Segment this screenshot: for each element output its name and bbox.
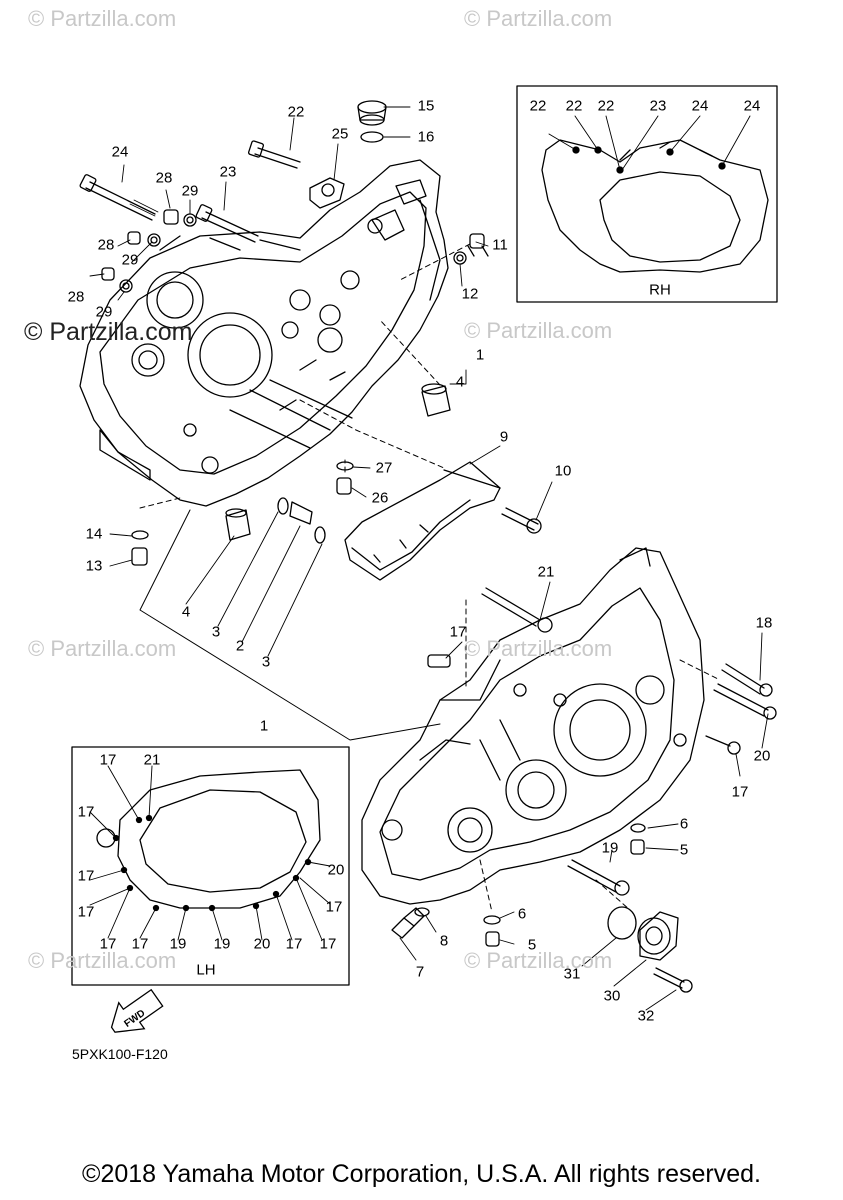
leader-lines (89, 106, 769, 1011)
callout-18[interactable]: 18 (755, 614, 773, 632)
callout-2[interactable]: 2 (235, 637, 245, 655)
plug-and-clamp (309, 100, 387, 209)
callout-17[interactable]: 17 (731, 783, 749, 801)
cover-30 (607, 906, 693, 993)
callout-11[interactable]: 11 (492, 236, 508, 254)
callout-1[interactable]: 1 (475, 346, 485, 364)
lh-callout-17[interactable]: 17 (77, 867, 95, 885)
lh-callout-17[interactable]: 17 (77, 903, 95, 921)
callout-12[interactable]: 12 (461, 285, 479, 303)
bolt-13-washer-14 (131, 530, 149, 566)
rh-callout-24[interactable]: 24 (743, 97, 761, 115)
drain-plug (391, 907, 430, 939)
callout-21[interactable]: 21 (537, 563, 555, 581)
callout-22[interactable]: 22 (287, 103, 305, 121)
callout-3[interactable]: 3 (211, 623, 221, 641)
callout-31[interactable]: 31 (563, 965, 581, 983)
callout-16[interactable]: 16 (417, 128, 435, 146)
dowel-pins-center (225, 497, 326, 544)
assembly-lines-upper (139, 243, 471, 509)
lh-inset-label: LH (196, 961, 216, 979)
fwd-arrow-icon: FWD (110, 988, 164, 1033)
lh-callout-19[interactable]: 19 (213, 935, 231, 953)
callout-4[interactable]: 4 (455, 373, 465, 391)
watermark: © Partzilla.com (464, 948, 613, 973)
rh-inset-label: RH (649, 281, 671, 299)
callout-29[interactable]: 29 (95, 303, 113, 321)
callout-26[interactable]: 26 (371, 489, 389, 507)
rh-callout-22[interactable]: 22 (565, 97, 583, 115)
watermark: © Partzilla.com (464, 636, 613, 661)
rh-callout-24[interactable]: 24 (691, 97, 709, 115)
callout-32[interactable]: 32 (637, 1007, 655, 1025)
dowel-pin-right (421, 383, 451, 417)
callout-17[interactable]: 17 (449, 623, 467, 641)
lh-inset (71, 746, 350, 986)
lh-callout-17[interactable]: 17 (319, 935, 337, 953)
callout-15[interactable]: 15 (417, 97, 435, 115)
lh-callout-17[interactable]: 17 (77, 803, 95, 821)
callout-3[interactable]: 3 (261, 653, 271, 671)
watermark: © Partzilla.com (28, 636, 177, 661)
callout-7[interactable]: 7 (415, 963, 425, 981)
lh-callout-21[interactable]: 21 (143, 751, 161, 769)
callout-27[interactable]: 27 (375, 459, 393, 477)
assembly-bracket-1 (139, 509, 441, 741)
callout-10[interactable]: 10 (554, 462, 572, 480)
assembly-lines-lower (465, 599, 721, 913)
callout-28[interactable]: 28 (67, 288, 85, 306)
callout-28[interactable]: 28 (155, 169, 173, 187)
callout-29[interactable]: 29 (181, 182, 199, 200)
lh-callout-19[interactable]: 19 (169, 935, 187, 953)
upper-crankcase (79, 159, 449, 507)
callout-14[interactable]: 14 (85, 525, 103, 543)
bolt-26-washer-27 (336, 461, 354, 495)
callout-9[interactable]: 9 (499, 428, 509, 446)
lh-callout-17[interactable]: 17 (99, 935, 117, 953)
lh-callout-17[interactable]: 17 (131, 935, 149, 953)
lh-callout-17[interactable]: 17 (99, 751, 117, 769)
bolts-lower (427, 587, 777, 947)
callout-6[interactable]: 6 (679, 815, 689, 833)
diagram-code: 5PXK100-F120 (72, 1046, 168, 1062)
rh-inset (516, 85, 778, 303)
callout-24[interactable]: 24 (111, 143, 129, 161)
baffle-plate-9 (344, 461, 542, 581)
watermark: © Partzilla.com (464, 318, 613, 343)
watermark: © Partzilla.com (28, 948, 177, 973)
callout-4[interactable]: 4 (181, 603, 191, 621)
copyright-footer: ©2018 Yamaha Motor Corporation, U.S.A. A… (82, 1160, 761, 1188)
callout-30[interactable]: 30 (603, 987, 621, 1005)
watermark-strong: © Partzilla.com (24, 318, 193, 346)
callout-28[interactable]: 28 (97, 236, 115, 254)
callout-20[interactable]: 20 (753, 747, 771, 765)
callout-19[interactable]: 19 (601, 839, 619, 857)
rh-callout-23[interactable]: 23 (649, 97, 667, 115)
bolt-11-washer-12 (453, 233, 489, 265)
callout-6[interactable]: 6 (517, 905, 527, 923)
lh-callout-17[interactable]: 17 (285, 935, 303, 953)
callout-13[interactable]: 13 (85, 557, 103, 575)
lh-callout-17[interactable]: 17 (325, 898, 343, 916)
bolts-upper-left (79, 140, 301, 293)
lower-crankcase (361, 547, 705, 905)
callout-1[interactable]: 1 (259, 717, 269, 735)
callout-8[interactable]: 8 (439, 932, 449, 950)
watermark: © Partzilla.com (28, 6, 177, 31)
callout-5[interactable]: 5 (679, 841, 689, 859)
callout-5[interactable]: 5 (527, 936, 537, 954)
rh-callout-22[interactable]: 22 (529, 97, 547, 115)
rh-callout-22[interactable]: 22 (597, 97, 615, 115)
callout-29[interactable]: 29 (121, 251, 139, 269)
lh-callout-20[interactable]: 20 (327, 861, 345, 879)
callout-25[interactable]: 25 (331, 125, 349, 143)
watermark: © Partzilla.com (464, 6, 613, 31)
lh-callout-20[interactable]: 20 (253, 935, 271, 953)
callout-23[interactable]: 23 (219, 163, 237, 181)
